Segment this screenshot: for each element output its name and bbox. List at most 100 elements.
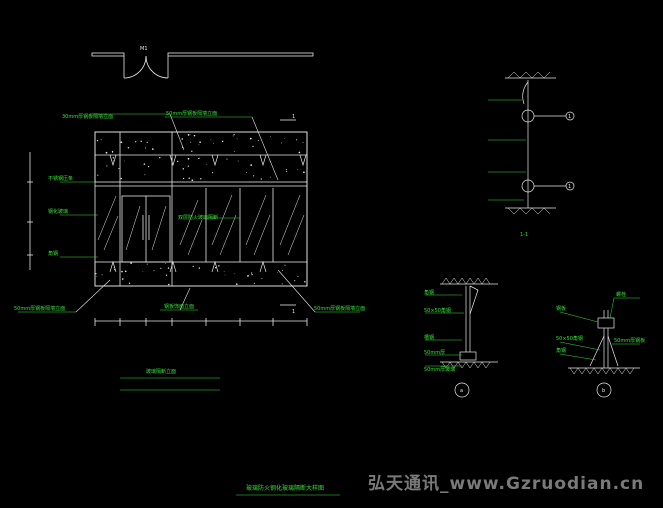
speckle-dot	[297, 168, 298, 170]
speckle-dot	[304, 280, 306, 283]
detail-a-label-4: 50mm厚玻璃	[424, 366, 455, 373]
speckle-dot	[226, 158, 228, 160]
door-plan: M1	[91, 46, 314, 79]
speckle-dot	[199, 157, 201, 159]
drawing-title: 玻璃防火钢化玻璃隔断大样图	[246, 484, 324, 492]
speckle-dot	[302, 141, 304, 143]
speckle-dot	[190, 134, 191, 136]
speckle-dot	[146, 263, 148, 265]
speckle-dot	[124, 160, 125, 162]
detail-b-label-3: 角钢	[556, 347, 566, 354]
speckle-dot	[283, 138, 285, 139]
speckle-dot	[237, 160, 239, 162]
speckle-dot	[142, 271, 144, 272]
callout-top-center: 50mm厚钢板隔墙立面	[166, 110, 217, 117]
detail-a-mark-circle	[454, 382, 470, 398]
detail-a-label-2: 槽钢	[424, 334, 434, 341]
speckle-dot	[233, 134, 235, 136]
section-mark-bottom: 1	[292, 309, 295, 315]
speckle-dot	[303, 172, 305, 174]
speckle-dot	[120, 177, 123, 180]
speckle-dot	[298, 151, 301, 154]
speckle-dot	[249, 137, 252, 140]
detail-b-label-1: 钢板	[556, 305, 566, 312]
speckle-dot	[143, 163, 146, 165]
speckle-dot	[198, 144, 200, 146]
detail-b-label-2: 50×50角钢	[556, 335, 583, 342]
speckle-dot	[160, 267, 162, 269]
speckle-dot	[140, 140, 142, 143]
speckle-dot	[296, 139, 298, 141]
speckle-dot	[282, 270, 283, 272]
section-1-1	[488, 71, 575, 215]
detail-a	[425, 277, 498, 398]
speckle-dot	[165, 274, 168, 276]
detail-b-label-0: 螺栓	[616, 291, 626, 298]
speckle-dot	[191, 150, 193, 152]
speckle-dot	[270, 136, 271, 137]
speckle-dot	[95, 273, 97, 275]
speckle-dot	[181, 138, 184, 140]
speckle-dot	[130, 262, 132, 264]
callout-bottom-center: 钢板饰面立面	[164, 303, 194, 310]
speckle-dot	[182, 177, 185, 180]
speckle-dot	[236, 138, 238, 140]
speckle-dot	[121, 278, 124, 280]
speckle-dot	[281, 142, 283, 144]
speckle-dot	[168, 283, 170, 286]
speckle-dot	[234, 150, 236, 152]
speckle-dot	[214, 267, 217, 269]
elevation-upper-band	[94, 131, 308, 183]
speckle-dot	[191, 179, 194, 182]
speckle-dot	[250, 164, 253, 166]
detail-b-mark-circle	[596, 382, 612, 398]
speckle-dot	[223, 271, 225, 272]
callout-bottom-right: 50mm厚钢板隔墙立面	[314, 305, 365, 312]
detail-a-label-0: 角钢	[424, 289, 434, 296]
speckle-dot	[105, 151, 108, 154]
speckle-dot	[167, 267, 170, 269]
speckle-dot	[187, 134, 190, 136]
speckle-dot	[165, 263, 166, 264]
speckle-dot	[206, 164, 208, 165]
speckle-dot	[297, 275, 299, 277]
speckle-dot	[200, 178, 202, 180]
speckle-dot	[286, 170, 288, 172]
speckle-dot	[260, 178, 262, 180]
speckle-dot	[197, 157, 200, 160]
speckle-dot	[232, 135, 234, 137]
speckle-dot	[277, 272, 278, 274]
speckle-dot	[193, 134, 196, 137]
callout-top-left: 30mm厚钢板隔墙立面	[62, 113, 113, 120]
plan-wall-left	[91, 52, 125, 57]
speckle-dot	[113, 269, 116, 271]
detail-a-label-3: 50mm厚	[424, 350, 445, 356]
door-swing-left	[123, 55, 147, 79]
speckle-dot	[145, 146, 146, 148]
detail-b	[559, 297, 640, 398]
callout-bottom-left: 50mm厚钢板隔墙立面	[14, 305, 65, 312]
detail-b-mark: b	[602, 388, 605, 394]
speckle-dot	[124, 270, 127, 273]
speckle-dot	[145, 148, 147, 149]
section-mark-top: 1	[292, 114, 295, 120]
speckle-dot	[234, 273, 236, 275]
speckle-dot	[294, 280, 296, 282]
speckle-dot	[121, 270, 123, 273]
detail-b-cap	[597, 317, 615, 329]
speckle-dot	[235, 283, 238, 285]
speckle-dot	[284, 264, 286, 266]
speckle-dot	[159, 157, 161, 159]
door-plan-label: M1	[140, 46, 148, 52]
speckle-dot	[112, 152, 114, 153]
speckle-dot	[213, 142, 215, 144]
detail-a-channel	[459, 351, 477, 361]
glass-hatch	[97, 194, 305, 256]
section-circle-mark-bottom: 1	[568, 184, 571, 190]
speckle-dot	[96, 276, 98, 277]
detail-b-label-4: 50mm厚钢板	[614, 337, 645, 344]
left-label-2: 角钢	[48, 250, 58, 257]
elevation-lower-band	[94, 261, 308, 287]
speckle-dot	[211, 172, 214, 174]
speckle-dot	[247, 275, 249, 277]
